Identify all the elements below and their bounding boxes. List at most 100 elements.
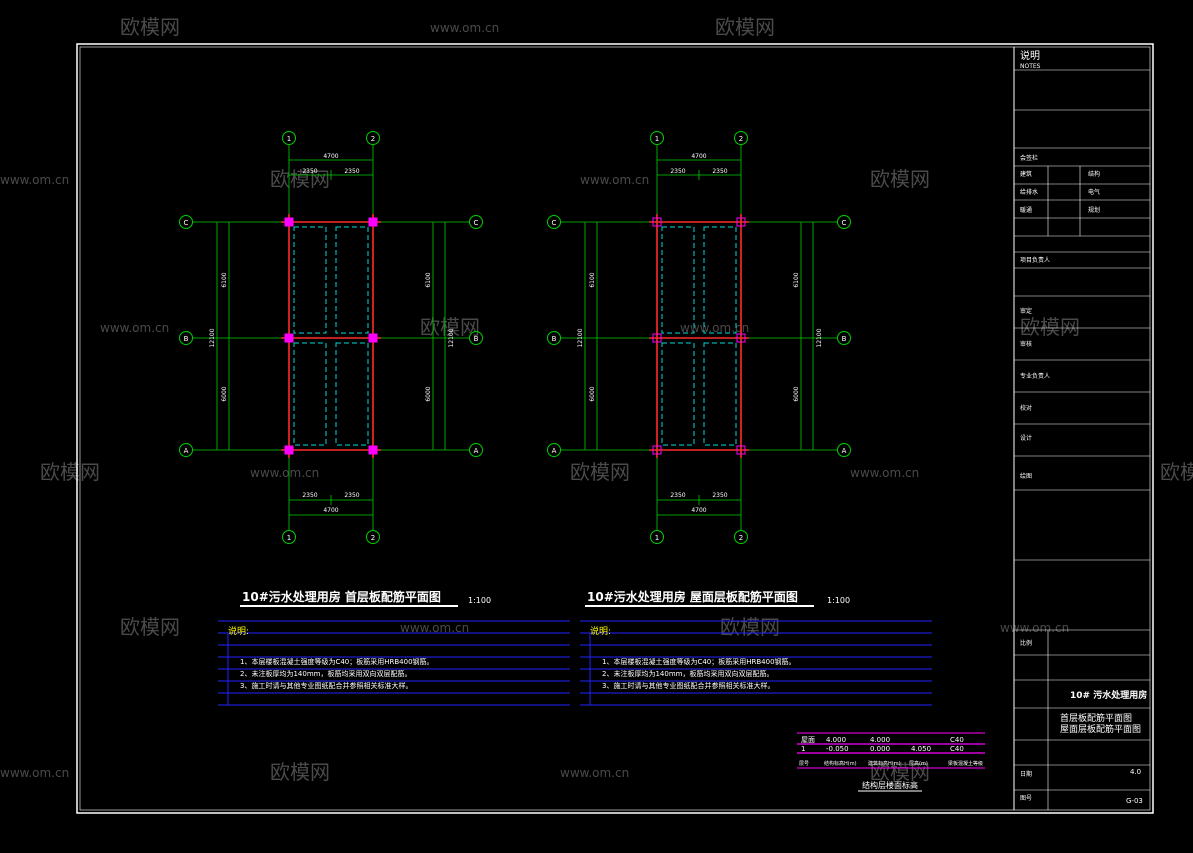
plan1-dim-left-total: 12100 [577, 328, 584, 347]
watermark-brand-12: 欧模网 [870, 760, 930, 784]
plan0-axis-right-bubble-C-circle [469, 215, 483, 229]
plan0-axis-top-bubble-1-circle [282, 131, 296, 145]
drawing-border-outer [76, 43, 1154, 814]
plan0-slab-rebar-panel-1-1 [335, 342, 369, 446]
watermark-url-4: www.om.cn [680, 321, 749, 335]
plan0-dim-top-part-2: 2350 [344, 168, 359, 175]
title-block-drawing-title-2: 屋面层板配筋平面图 [1060, 723, 1141, 735]
notes-roof: 说明: 1、本层楼板混凝土强度等级为C40；板筋采用HRB400钢筋。 2、未注板厚… [580, 620, 932, 706]
level-table-header-1: 结构标高H(m) [824, 760, 857, 767]
plan1-dim-left-part-1: 6100 [589, 272, 596, 287]
plan1-axis-left-bubble-C-circle [547, 215, 561, 229]
plan1-slab-rebar-panel-0-0 [661, 226, 695, 334]
watermark-url-6: www.om.cn [850, 466, 919, 480]
watermark-brand-9: 欧模网 [120, 615, 180, 639]
notes-ground: 说明:1、本层楼板混凝土强度等级为C40；板筋采用HRB400钢筋。2、未注板厚… [218, 620, 570, 706]
plan0-column [284, 217, 294, 227]
notes0-line-1: 1、本层楼板混凝土强度等级为C40；板筋采用HRB400钢筋。 [240, 657, 434, 666]
watermark-brand-8: 欧模网 [1160, 460, 1193, 484]
notes0-heading: 说明: [228, 625, 249, 637]
title-block-label-12: 设计 [1020, 434, 1032, 442]
plan0-dim-bottom-total: 4700 [323, 507, 338, 514]
watermark-url-10: www.om.cn [560, 766, 629, 780]
notes1-heading: 说明: [590, 625, 611, 637]
plan1-axis-right-bubble-A-circle [837, 443, 851, 457]
plan-title-ground-text: 10#污水处理用房 首层板配筋平面图 [242, 589, 441, 604]
watermark-url-0: www.om.cn [430, 21, 499, 35]
plan1-dim-left-part-2: 6000 [589, 386, 596, 401]
plan0-axis-left-bubble-B-label: B [184, 335, 189, 343]
plan0-axis-right-bubble-B-circle [469, 331, 483, 345]
watermark-url-3: www.om.cn [100, 321, 169, 335]
title-block-notes-cn: 说明 [1020, 49, 1040, 62]
level-table-header-2: 建筑标高H(m) [868, 760, 901, 767]
plan0-dim-bottom-part-2: 2350 [344, 492, 359, 499]
plan-title-roof-text: 10#污水处理用房 屋面层板配筋平面图 [587, 589, 798, 604]
plan1-dim-bottom-part-2: 2350 [712, 492, 727, 499]
title-block-project-name: 10# 污水处理用房 [1070, 689, 1147, 701]
title-block-label-5: 暖通 [1020, 206, 1032, 214]
watermark-brand-5: 欧模网 [1020, 315, 1080, 339]
plan1-column [736, 333, 746, 343]
title-block-label-1: 建筑 [1020, 170, 1032, 178]
plan0-slab-rebar-panel-0-1 [335, 226, 369, 334]
plan1-slab-rebar-panel-1-1 [703, 342, 737, 446]
plan1-column [652, 217, 662, 227]
title-block-label-6: 规划 [1088, 206, 1100, 214]
plan0-axis-top-bubble-2-label: 2 [371, 135, 375, 143]
plan0-column [284, 333, 294, 343]
plan0-axis-left-bubble-A-circle [179, 443, 193, 457]
plan1-axis-left-bubble-B-label: B [552, 335, 557, 343]
notes1-line-1: 1、本层楼板混凝土强度等级为C40；板筋采用HRB400钢筋。 [602, 657, 796, 666]
plan1-column [736, 445, 746, 455]
notes1-line-3: 3、施工时请与其他专业图纸配合并参照相关标准大样。 [602, 681, 774, 690]
plan0-axis-bottom-bubble-2-circle [366, 530, 380, 544]
level-table-cell-1-0: 1 [801, 745, 805, 753]
title-block-label-16: 比例 [1020, 639, 1032, 647]
plan1-axis-bottom-bubble-2-label: 2 [739, 534, 743, 542]
plan1-dim-top-total: 4700 [691, 153, 706, 160]
plan1-dim-bottom-total: 4700 [691, 507, 706, 514]
watermark-url-9: www.om.cn [0, 766, 69, 780]
plan-title-roof: 10#污水处理用房 屋面层板配筋平面图 1:100 [585, 589, 850, 607]
title-block: 说明 NOTES 10# 污水处理用房 首层板配筋平面图 屋面层板配筋平面图 4… [1013, 47, 1150, 810]
level-table-cell-1-2: 0.000 [870, 745, 890, 753]
watermark-url-1: www.om.cn [580, 173, 649, 187]
plan1-dim-right-part-2: 6000 [793, 386, 800, 401]
plan0-dim-top-total: 4700 [323, 153, 338, 160]
plan1-axis-right-bubble-B-circle [837, 331, 851, 345]
plan0-column [368, 445, 378, 455]
plan0-dim-left-total: 12100 [209, 328, 216, 347]
plan0-axis-bottom-bubble-1-circle [282, 530, 296, 544]
plan1-dim-bottom-part-1: 2350 [670, 492, 685, 499]
watermark-url-2: www.om.cn [0, 173, 69, 187]
title-block-label-7: 项目负责人 [1020, 256, 1050, 264]
level-table-cell-0-2: 4.000 [870, 736, 890, 744]
plan1-axis-top-bubble-1-circle [650, 131, 664, 145]
plan0-axis-bottom-bubble-2-label: 2 [371, 534, 375, 542]
plan-scale-roof: 1:100 [827, 596, 850, 605]
level-table-caption: 结构层楼面标高 [862, 780, 918, 790]
level-table-cell-0-0: 屋面 [801, 736, 815, 744]
title-block-label-14: 图号 [1020, 795, 1032, 802]
plan0-axis-right-bubble-C-label: C [474, 219, 479, 227]
watermark-url-5: www.om.cn [250, 466, 319, 480]
level-table-cell-1-3: 4.050 [911, 745, 931, 753]
plan1-column [652, 333, 662, 343]
plan1-dim-top-part-1: 2350 [670, 168, 685, 175]
plan1-axis-top-bubble-1-label: 1 [655, 135, 659, 143]
plan0-axis-top-bubble-2-circle [366, 131, 380, 145]
plan0-axis-right-bubble-A-label: A [474, 447, 479, 455]
notes1-line-2: 2、未注板厚均为140mm，板筋均采用双向双层配筋。 [602, 669, 773, 678]
notes0-line-3: 3、施工时请与其他专业图纸配合并参照相关标准大样。 [240, 681, 412, 690]
plan1-column [652, 445, 662, 455]
plan0-dim-left-part-2: 6000 [221, 386, 228, 401]
plan0-dim-right-part-2: 6000 [425, 386, 432, 401]
plan0-axis-left-bubble-C-circle [179, 215, 193, 229]
plan0-axis-right-bubble-B-label: B [474, 335, 479, 343]
watermark-url-7: www.om.cn [400, 621, 469, 635]
plan1-dim-top-part-2: 2350 [712, 168, 727, 175]
